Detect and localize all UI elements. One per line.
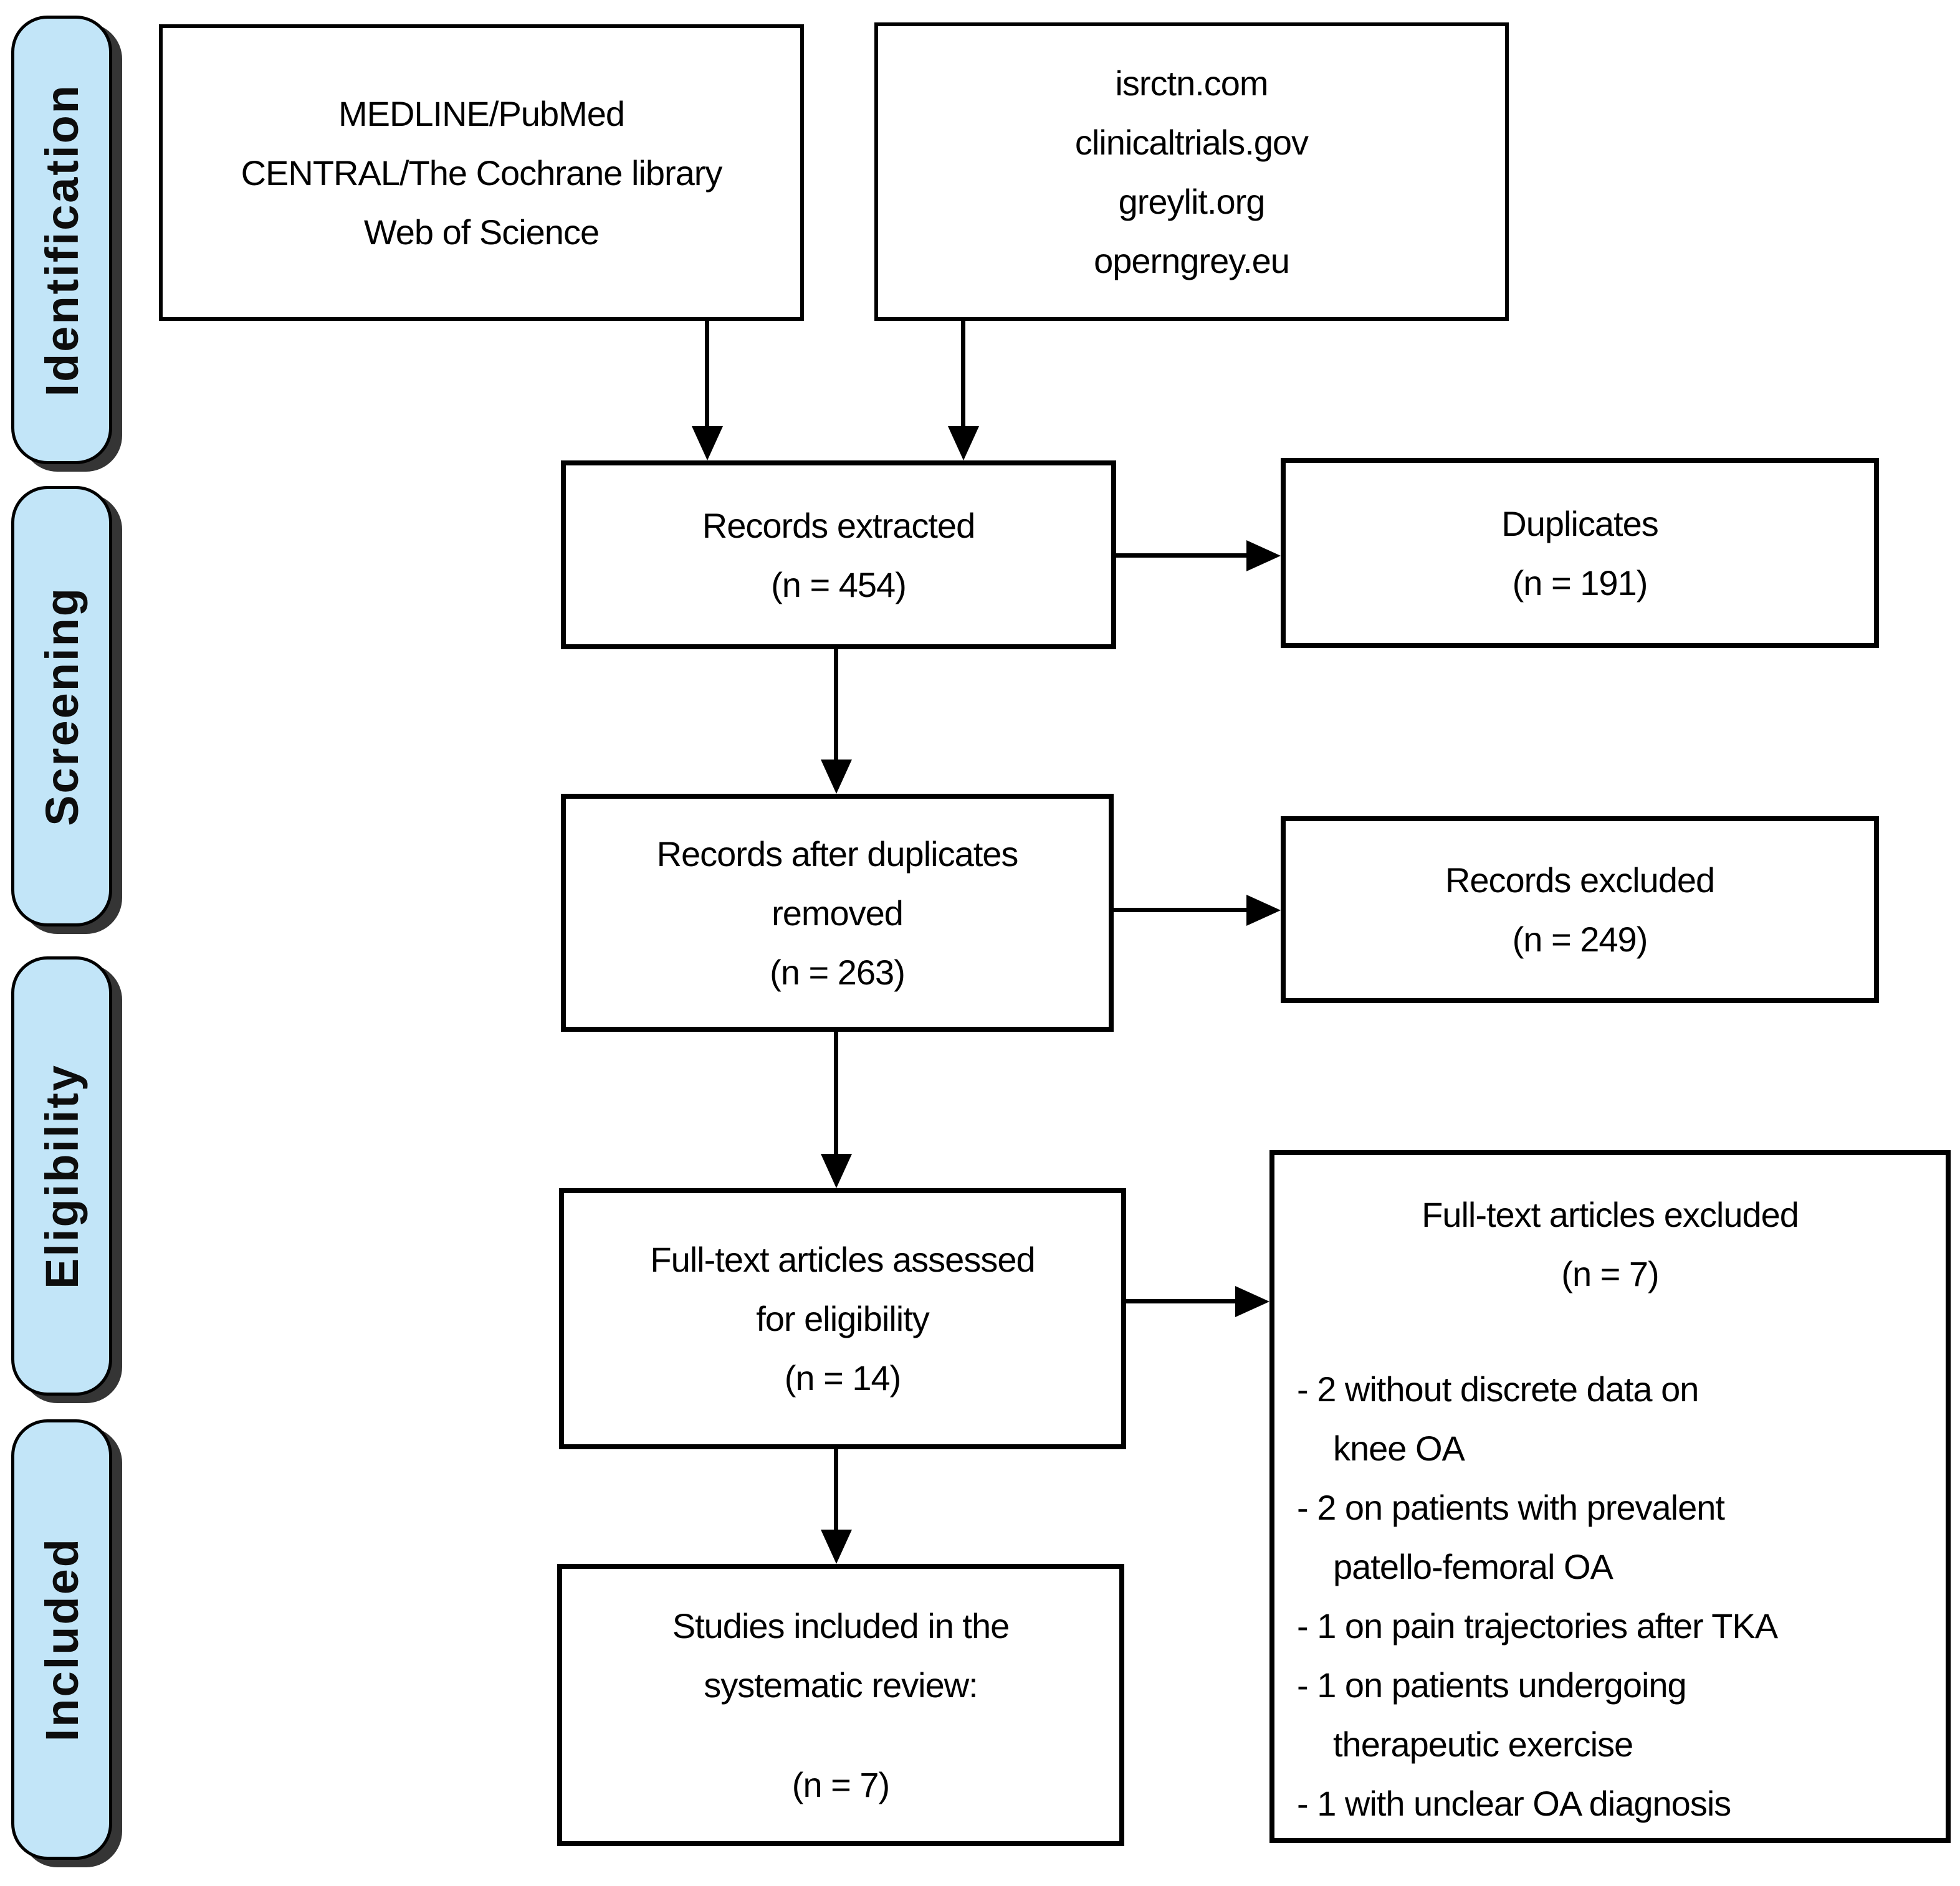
box-sources-primary: MEDLINE/PubMed CENTRAL/The Cochrane libr… [159,24,804,321]
studies-included-count: (n = 7) [791,1765,890,1804]
records-after-duplicates-line-1: Records after duplicates [656,834,1019,874]
records-excluded-line-1: Records excluded [1445,860,1715,900]
records-extracted-count: (n = 454) [771,564,907,604]
arrow-extracted-to-duplicates-head [1246,540,1281,571]
excluded-reason-line: patello-femoral OA [1333,1547,1613,1586]
fulltext-assessed-line-2: for eligibility [756,1299,930,1338]
stage-identification: Identification [11,16,112,464]
arrow-fulltext-to-fulltext-excluded-head [1235,1286,1269,1317]
sources-primary-line-2: CENTRAL/The Cochrane library [241,153,723,193]
records-extracted-line-1: Records extracted [702,505,975,545]
fulltext-excluded-title-block: Full-text articles excluded (n = 7) [1274,1155,1946,1303]
arrow-sources-registries-to-extracted-line [961,321,965,426]
fulltext-excluded-title: Full-text articles excluded [1422,1195,1799,1234]
excluded-reason-line: - 1 with unclear OA diagnosis [1297,1784,1731,1823]
box-studies-included: Studies included in the systematic revie… [557,1564,1124,1846]
sources-primary-line-3: Web of Science [363,212,600,252]
excluded-reason-line: - 1 on pain trajectories after TKA [1297,1606,1778,1645]
box-records-after-duplicates: Records after duplicates removed (n = 26… [561,794,1114,1032]
arrow-extracted-to-duplicates-line [1116,553,1246,558]
excluded-reason-line: - 2 without discrete data on [1297,1369,1699,1409]
stage-eligibility: Eligibility [11,956,112,1396]
records-after-duplicates-line-2: removed [772,893,904,933]
sources-registries-line-1: isrctn.com [1115,63,1268,103]
stage-included: Included [11,1419,112,1860]
box-fulltext-assessed: Full-text articles assessed for eligibil… [559,1188,1126,1449]
arrow-sources-primary-to-extracted-line [705,321,709,426]
arrow-extracted-to-after-duplicates-head [821,760,852,794]
excluded-reason-line: therapeutic exercise [1333,1725,1633,1764]
fulltext-assessed-line-1: Full-text articles assessed [650,1240,1035,1279]
arrow-extracted-to-after-duplicates-line [834,649,838,760]
sources-registries-line-3: greylit.org [1118,181,1266,221]
arrow-after-duplicates-to-excluded-line [1114,908,1246,912]
box-sources-registries: isrctn.com clinicaltrials.gov greylit.or… [874,22,1509,321]
fulltext-excluded-reasons: - 2 without discrete data on knee OA - 2… [1274,1360,1946,1833]
arrow-fulltext-to-included-line [834,1449,838,1530]
arrow-sources-registries-to-extracted-head [948,426,979,460]
sources-registries-line-2: clinicaltrials.gov [1074,122,1309,162]
box-records-extracted: Records extracted (n = 454) [561,460,1116,649]
stage-identification-label: Identification [36,83,88,397]
arrow-fulltext-to-fulltext-excluded-line [1126,1299,1235,1303]
stage-screening: Screening [11,486,112,926]
duplicates-line-1: Duplicates [1501,503,1658,543]
arrow-after-duplicates-to-fulltext-head [821,1154,852,1188]
sources-registries-line-4: operngrey.eu [1094,241,1290,280]
arrow-fulltext-to-included-head [821,1530,852,1564]
excluded-reason-line: - 1 on patients undergoing [1297,1665,1687,1705]
studies-included-line-2: systematic review: [704,1665,978,1705]
studies-included-line-1: Studies included in the [672,1606,1010,1645]
duplicates-count: (n = 191) [1512,563,1648,602]
box-fulltext-excluded: Full-text articles excluded (n = 7) - 2 … [1269,1150,1951,1843]
excluded-reason-line: knee OA [1333,1429,1465,1468]
records-excluded-count: (n = 249) [1512,920,1648,959]
box-duplicates: Duplicates (n = 191) [1281,458,1879,648]
arrow-after-duplicates-to-fulltext-line [834,1032,838,1154]
box-records-excluded: Records excluded (n = 249) [1281,816,1879,1003]
fulltext-excluded-count: (n = 7) [1561,1254,1659,1293]
records-after-duplicates-count: (n = 263) [770,952,906,992]
sources-primary-line-1: MEDLINE/PubMed [338,93,625,133]
arrow-sources-primary-to-extracted-head [692,426,723,460]
stage-included-label: Included [36,1537,88,1742]
stage-eligibility-label: Eligibility [36,1063,88,1289]
excluded-reason-line: - 2 on patients with prevalent [1297,1488,1725,1527]
arrow-after-duplicates-to-excluded-head [1246,895,1281,926]
stage-screening-label: Screening [36,586,88,826]
fulltext-assessed-count: (n = 14) [784,1358,902,1398]
